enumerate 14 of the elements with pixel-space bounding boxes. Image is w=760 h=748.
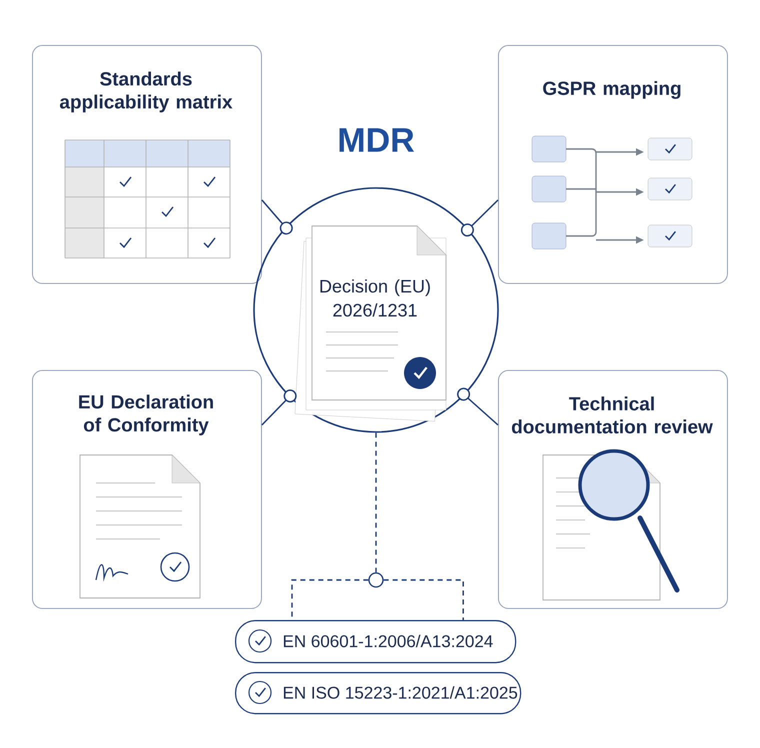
connector <box>460 200 498 236</box>
card: Standards applicability matrix <box>32 45 262 284</box>
connector <box>261 389 297 426</box>
heading: MDR <box>340 128 414 152</box>
standard-pill: EN ISO 15223-1:2021/A1:2025 <box>235 672 522 714</box>
connector <box>375 432 377 572</box>
card: Technical documentation review <box>498 370 728 609</box>
connector <box>261 200 293 235</box>
card: GSPR mapping <box>498 45 728 284</box>
card: EU Declaration of Conformity <box>32 370 262 609</box>
junction-circle <box>368 572 384 588</box>
standard-pill: EN 60601-1:2006/A13:2024 <box>235 620 516 664</box>
connector <box>457 388 498 426</box>
connector <box>384 579 464 620</box>
